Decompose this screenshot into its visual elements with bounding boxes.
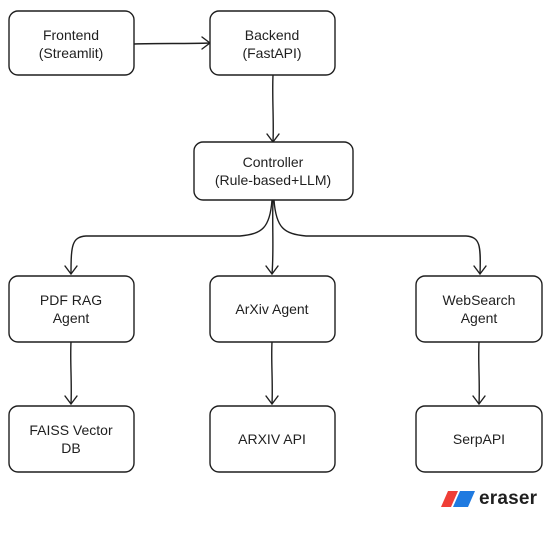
arrowhead-arxiv-agent [265, 265, 279, 275]
node-serpapi: SerpAPI [415, 405, 543, 473]
edge-backend-controller [272, 74, 274, 143]
eraser-wordmark: eraser [479, 488, 538, 509]
node-websearch-agent-line-1: WebSearch [443, 292, 516, 308]
node-arxiv-agent: ArXiv Agent [209, 275, 336, 343]
node-controller: Controller (Rule-based+LLM) [193, 141, 354, 201]
arrowhead-serpapi [472, 395, 486, 405]
edge-controller-pdf-rag-agent [70, 199, 273, 275]
edge-controller-websearch-agent [273, 199, 481, 275]
node-frontend: Frontend (Streamlit) [8, 10, 135, 76]
eraser-logo-icon [441, 491, 475, 507]
arrowhead-faiss [64, 395, 78, 405]
node-arxiv-api-line-1: ARXIV API [238, 431, 306, 447]
node-faiss-vector-db-line-1: FAISS Vector [29, 422, 113, 438]
arrowhead-websearch-agent [473, 265, 487, 275]
edge-arxiv-agent-arxiv-api [271, 341, 273, 405]
node-arxiv-api: ARXIV API [209, 405, 336, 473]
node-backend-line-2: (FastAPI) [242, 45, 301, 61]
node-faiss-vector-db: FAISS Vector DB [8, 405, 135, 473]
node-pdf-rag-agent-line-2: Agent [53, 310, 90, 326]
node-backend-line-1: Backend [245, 27, 299, 43]
edge-websearch-agent-serpapi [478, 341, 480, 405]
node-faiss-vector-db-line-2: DB [61, 440, 80, 456]
node-websearch-agent: WebSearch Agent [415, 275, 543, 343]
node-frontend-line-1: Frontend [43, 27, 99, 43]
edge-pdf-rag-agent-faiss [70, 341, 72, 405]
edges [64, 36, 487, 405]
edge-frontend-backend [133, 42, 211, 45]
node-arxiv-agent-line-1: ArXiv Agent [235, 301, 308, 317]
node-pdf-rag-agent-line-1: PDF RAG [40, 292, 102, 308]
node-controller-line-2: (Rule-based+LLM) [215, 172, 331, 188]
arrowhead-pdf-rag-agent [64, 265, 78, 275]
node-backend: Backend (FastAPI) [209, 10, 336, 76]
eraser-watermark: eraser [441, 486, 537, 512]
edge-controller-arxiv-agent [271, 199, 274, 275]
node-controller-line-1: Controller [243, 154, 304, 170]
node-frontend-line-2: (Streamlit) [39, 45, 104, 61]
node-pdf-rag-agent: PDF RAG Agent [8, 275, 135, 343]
node-websearch-agent-line-2: Agent [461, 310, 498, 326]
arrowhead-arxiv-api [265, 395, 279, 405]
node-serpapi-line-1: SerpAPI [453, 431, 505, 447]
